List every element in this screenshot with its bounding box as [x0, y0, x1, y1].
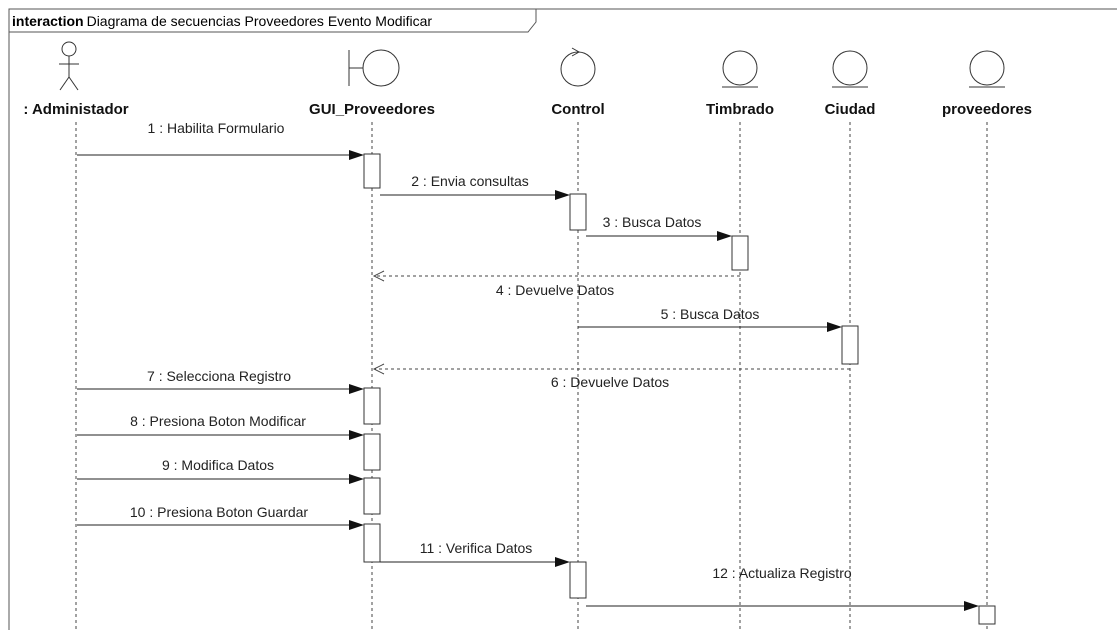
activation-bar — [569, 561, 587, 599]
message-label-12: 12 : Actualiza Registro — [712, 565, 852, 581]
message-label-4: 4 : Devuelve Datos — [496, 282, 614, 298]
message-label-1: 1 : Habilita Formulario — [148, 120, 285, 136]
message-4: 4 : Devuelve Datos — [372, 270, 740, 298]
message-8: 8 : Presiona Boton Modificar — [77, 413, 364, 440]
message-12: 12 : Actualiza Registro — [586, 565, 979, 611]
frame-keyword: interaction — [12, 13, 84, 29]
message-3: 3 : Busca Datos — [586, 214, 732, 241]
activation-bar — [978, 605, 996, 625]
control-icon — [560, 47, 596, 87]
actor-icon — [59, 41, 79, 91]
message-2: 2 : Envia consultas — [380, 173, 570, 200]
message-6: 6 : Devuelve Datos — [372, 363, 850, 390]
activation-bar — [363, 523, 381, 563]
message-7: 7 : Selecciona Registro — [77, 368, 364, 394]
activation-bar — [731, 235, 749, 271]
lifeline-name-gui: GUI_Proveedores — [309, 101, 435, 118]
entity-icon — [969, 50, 1005, 88]
entity-icon — [832, 50, 868, 88]
message-11: 11 : Verifica Datos — [380, 540, 570, 567]
activation-bar — [363, 387, 381, 425]
frame-title-tab — [8, 8, 537, 33]
message-label-11: 11 : Verifica Datos — [420, 540, 533, 556]
lifeline-name-admin: : Administador — [23, 101, 128, 118]
lifeline-name-control: Control — [551, 101, 604, 118]
entity-icon — [722, 50, 758, 88]
message-label-9: 9 : Modifica Datos — [162, 457, 274, 473]
lifeline-name-ciudad: Ciudad — [825, 101, 876, 118]
message-9: 9 : Modifica Datos — [77, 457, 364, 484]
message-1: 1 : Habilita Formulario — [77, 120, 364, 160]
message-label-8: 8 : Presiona Boton Modificar — [130, 413, 306, 429]
lifeline-name-timbrado: Timbrado — [706, 101, 774, 118]
message-label-7: 7 : Selecciona Registro — [147, 368, 291, 384]
message-label-3: 3 : Busca Datos — [603, 214, 702, 230]
message-label-2: 2 : Envia consultas — [411, 173, 529, 189]
boundary-icon — [348, 49, 400, 87]
message-5: 5 : Busca Datos — [578, 306, 842, 332]
message-label-5: 5 : Busca Datos — [661, 306, 760, 322]
activation-bar — [363, 433, 381, 471]
activation-bar — [841, 325, 859, 365]
activation-bar — [569, 193, 587, 231]
lifeline-name-proveedores: proveedores — [942, 101, 1032, 118]
message-label-6: 6 : Devuelve Datos — [551, 374, 669, 390]
message-10: 10 : Presiona Boton Guardar — [77, 504, 364, 530]
frame-title-text: Diagrama de secuencias Proveedores Event… — [87, 13, 433, 29]
activations — [363, 153, 996, 625]
message-label-10: 10 : Presiona Boton Guardar — [130, 504, 309, 520]
activation-bar — [363, 477, 381, 515]
activation-bar — [363, 153, 381, 189]
